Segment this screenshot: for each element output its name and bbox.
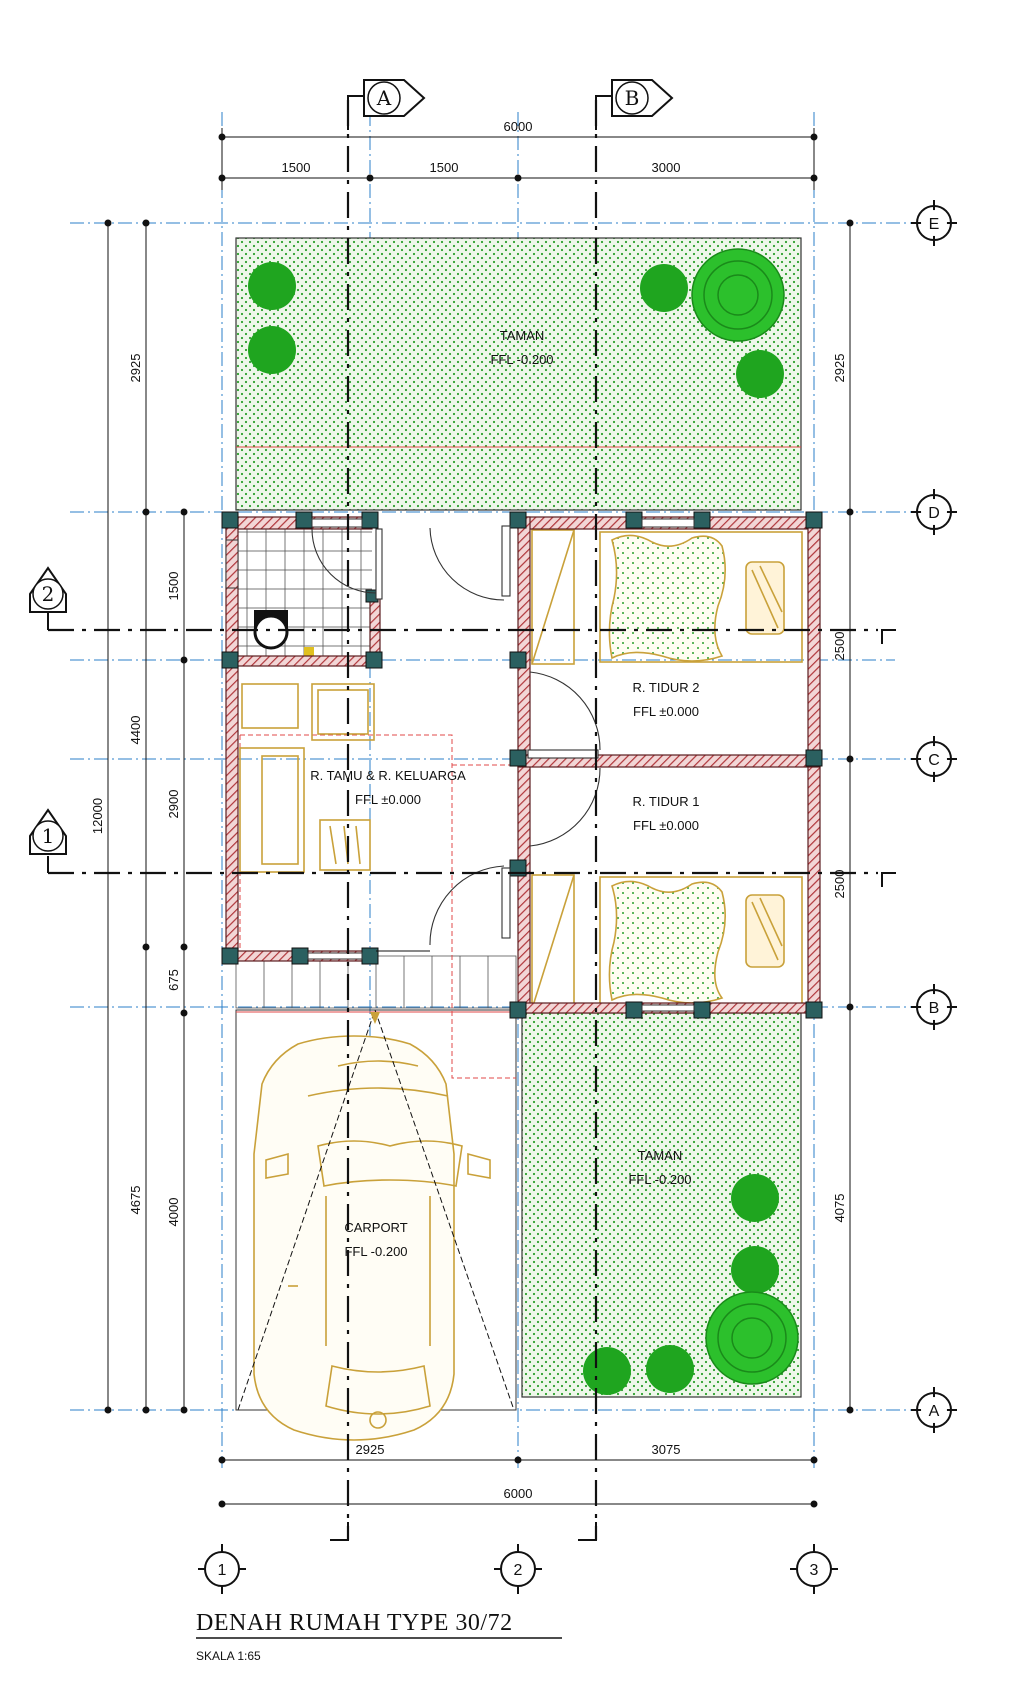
toilet [253, 610, 314, 657]
shrub [691, 248, 785, 342]
room-tidur1-level: FFL ±0.000 [633, 818, 699, 833]
tree [731, 1246, 779, 1294]
room-taman-top-name: TAMAN [500, 328, 545, 343]
dim-bottom-total: 6000 [504, 1486, 533, 1501]
room-tamu-name: R. TAMU & R. KELUARGA [310, 768, 466, 783]
grid-label-d: D [928, 505, 940, 522]
dim-left-b3: 675 [166, 969, 181, 991]
section-marker-2: 2 [29, 566, 67, 630]
wardrobe-2 [531, 529, 575, 665]
section-marker-a: A [347, 79, 426, 130]
grid-label-1: 1 [218, 1562, 227, 1579]
section-b-label: B [625, 86, 640, 110]
dim-right-2: 2500 [832, 632, 847, 661]
tree [248, 326, 296, 374]
doors [311, 525, 601, 952]
coffee-table [319, 819, 371, 871]
grid-label-a: A [929, 1403, 940, 1420]
section-marker-b: B [595, 79, 674, 130]
windows [225, 518, 695, 1012]
dim-top-1: 1500 [282, 160, 311, 175]
section-a-label: A [376, 86, 392, 110]
dim-left-a1: 2925 [128, 354, 143, 383]
dim-top-2: 1500 [430, 160, 459, 175]
section-1-label: 1 [42, 824, 55, 848]
car [253, 1035, 491, 1441]
section-ticks [330, 629, 896, 1541]
red-dashed-outline [239, 734, 520, 1079]
dim-left-b1: 1500 [166, 572, 181, 601]
dim-right-4: 4075 [832, 1194, 847, 1223]
columns [221, 511, 823, 1019]
grid-bubbles-right [916, 205, 952, 1428]
room-taman-bottom-level: FFL -0.200 [628, 1172, 691, 1187]
shrubs [691, 248, 799, 1385]
room-taman-top-level: FFL -0.200 [490, 352, 553, 367]
grid-label-3: 3 [810, 1562, 819, 1579]
sofa [239, 747, 305, 873]
drawing-scale: SKALA 1:65 [196, 1649, 261, 1663]
room-tidur2-level: FFL ±0.000 [633, 704, 699, 719]
dim-bottom-2: 3075 [652, 1442, 681, 1457]
grid-bubble-ticks [911, 200, 957, 1433]
dim-right-3: 2500 [832, 870, 847, 899]
dim-left-total: 12000 [90, 798, 105, 834]
section-marker-1: 1 [29, 808, 67, 873]
room-tidur1-name: R. TIDUR 1 [633, 794, 700, 809]
tree [731, 1174, 779, 1222]
carport-triangle [237, 1008, 515, 1411]
section-lines [48, 100, 878, 1540]
room-carport-name: CARPORT [344, 1220, 407, 1235]
section-2-label: 2 [42, 582, 55, 606]
room-tamu-level: FFL ±0.000 [355, 792, 421, 807]
cabinet [241, 683, 299, 729]
room-carport-level: FFL -0.200 [344, 1244, 407, 1259]
dim-top-3: 3000 [652, 160, 681, 175]
grid-label-c: C [928, 752, 940, 769]
dim-left-a2: 4400 [128, 716, 143, 745]
tree [640, 264, 688, 312]
trees [248, 262, 784, 1395]
armchair [311, 683, 375, 741]
grid-label-e: E [929, 216, 940, 233]
room-tidur2-name: R. TIDUR 2 [633, 680, 700, 695]
dim-left-a3: 4675 [128, 1186, 143, 1215]
furniture [239, 529, 803, 1441]
dim-bottom-1: 2925 [356, 1442, 385, 1457]
tree [583, 1347, 631, 1395]
bed-2 [599, 531, 803, 663]
grid-bubbles-bottom [198, 1544, 838, 1594]
tree [248, 262, 296, 310]
tree [646, 1345, 694, 1393]
shrub [705, 1291, 799, 1385]
room-taman-bottom-name: TAMAN [638, 1148, 683, 1163]
drawing-title: DENAH RUMAH TYPE 30/72 [196, 1610, 513, 1636]
dim-left-b2: 2900 [166, 790, 181, 819]
tree [736, 350, 784, 398]
dimension-ticks [104, 133, 854, 1508]
grid-label-b: B [929, 1000, 940, 1017]
dim-top-total: 6000 [504, 119, 533, 134]
dim-right-1: 2925 [832, 354, 847, 383]
grid-label-2: 2 [514, 1562, 523, 1579]
dim-left-b4: 4000 [166, 1198, 181, 1227]
